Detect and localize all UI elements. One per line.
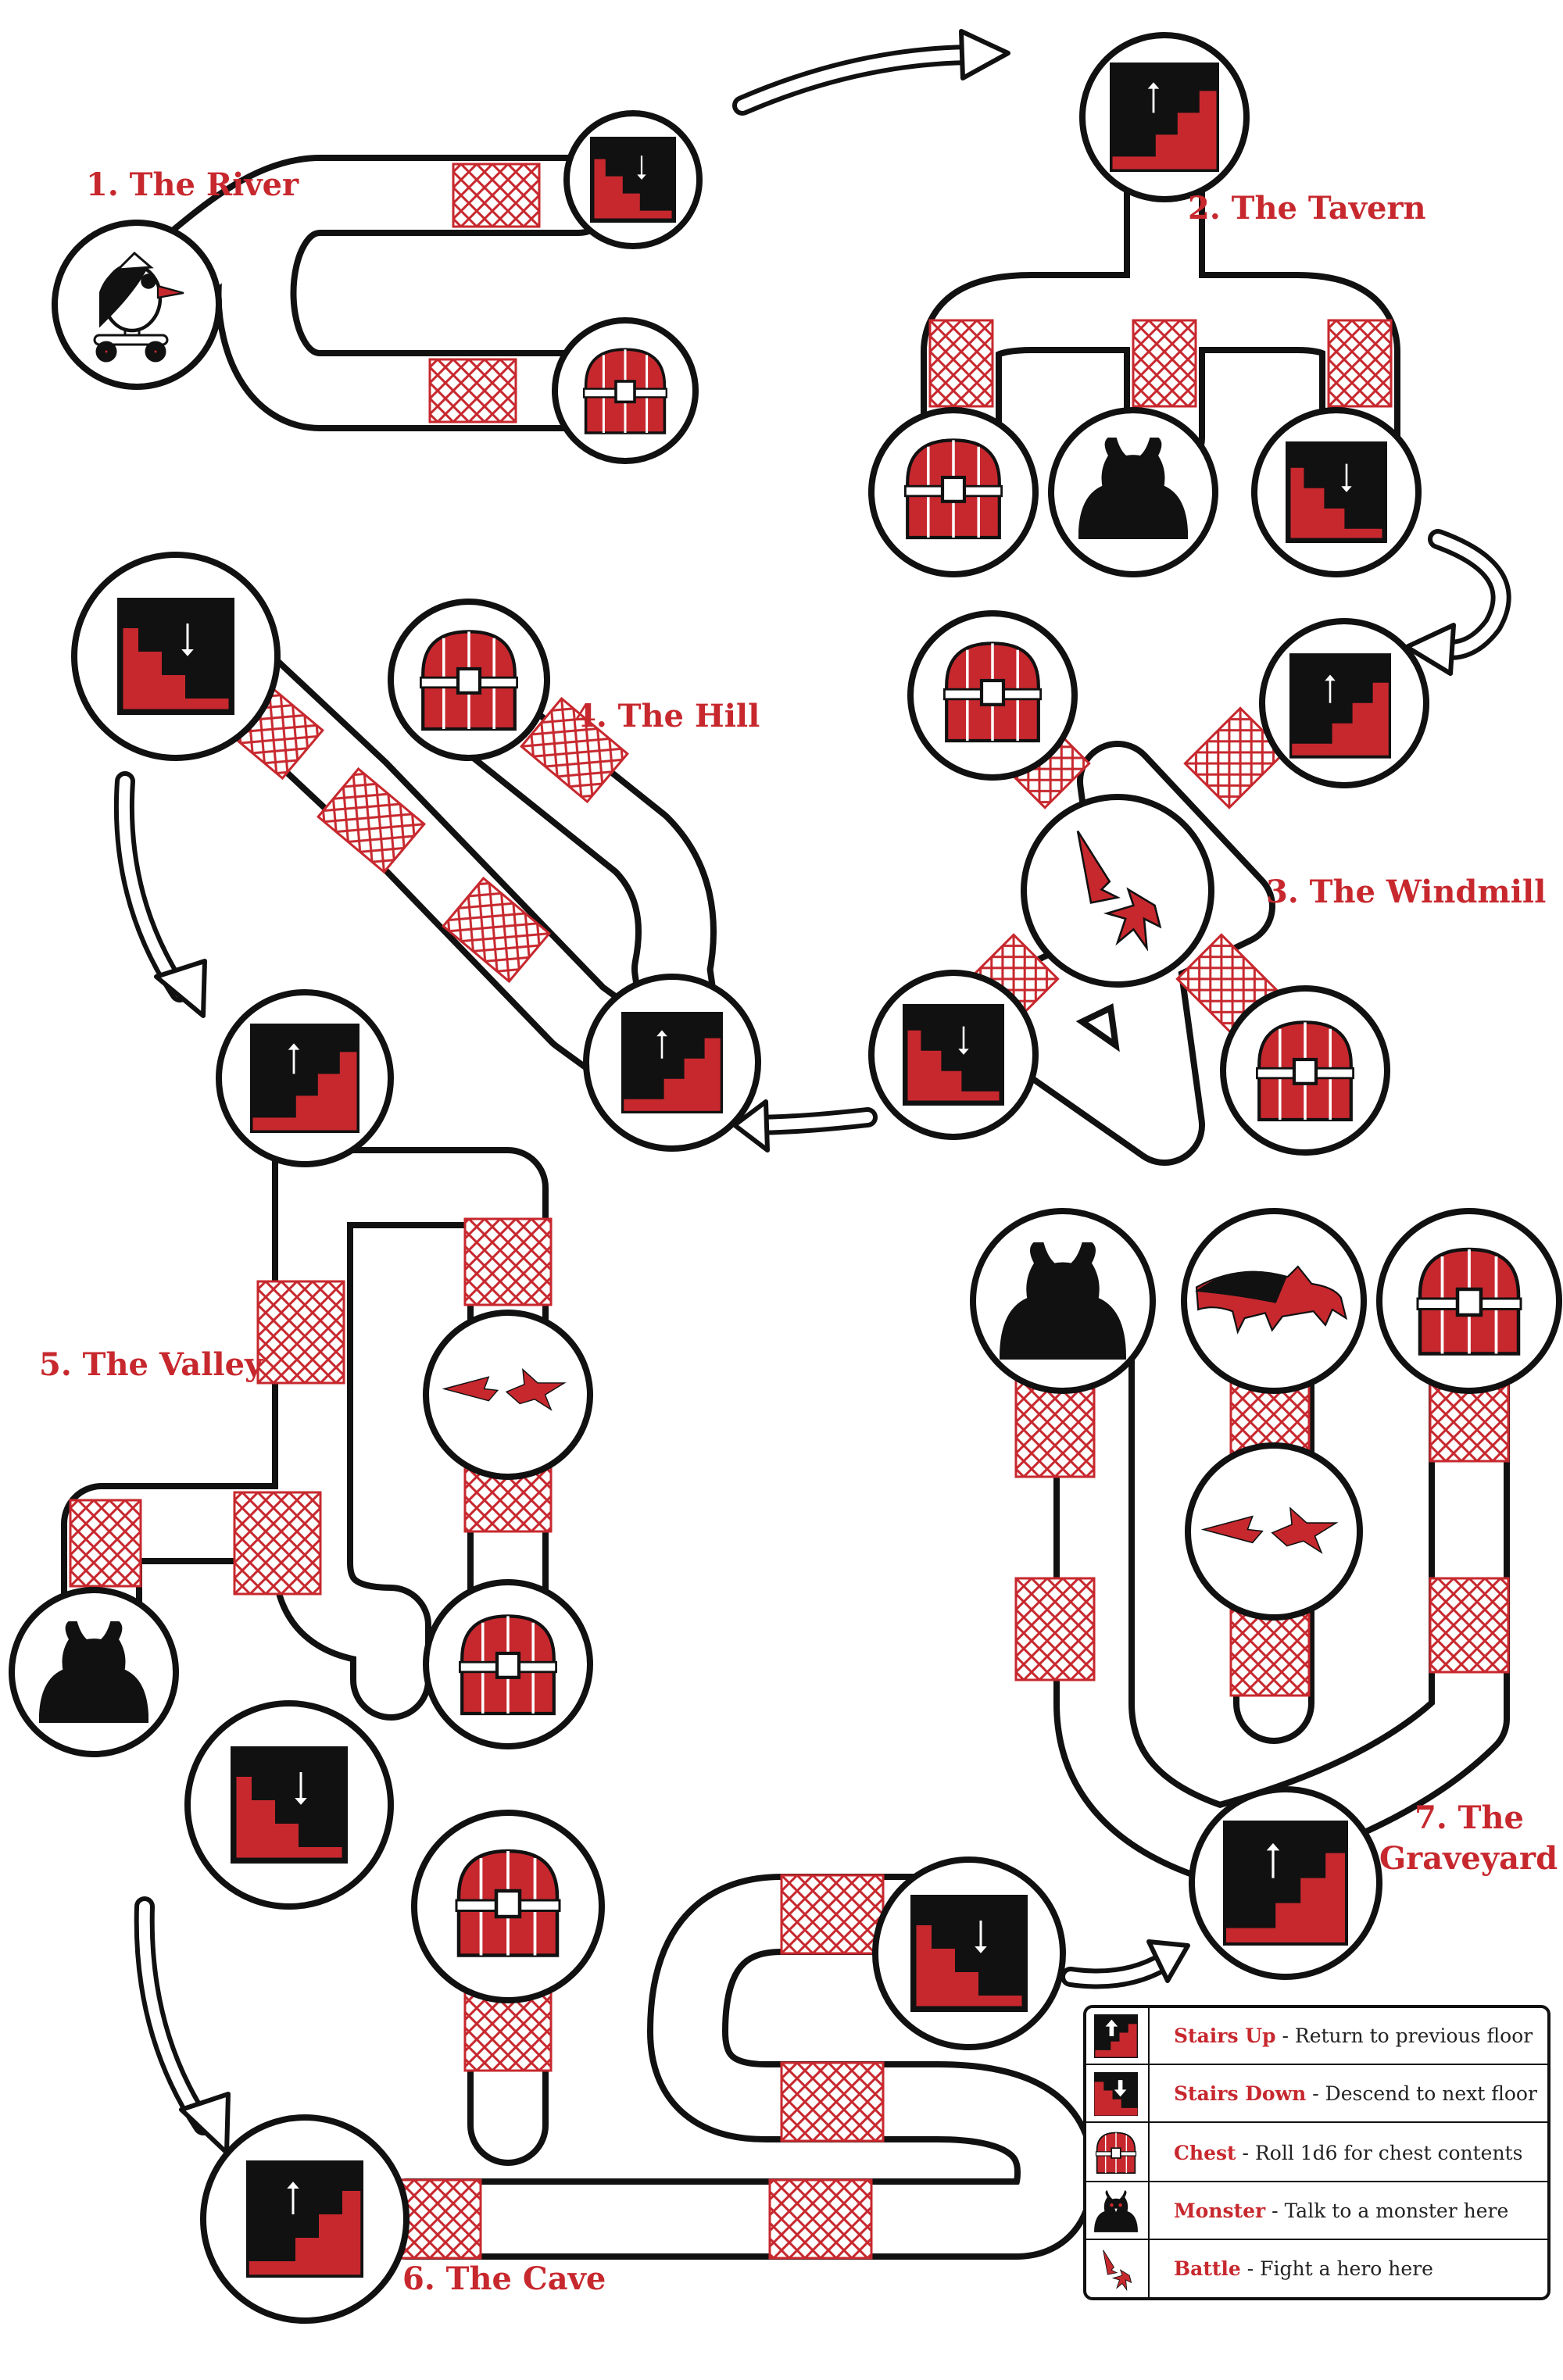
door — [442, 876, 551, 984]
cave-stairs-down-room[interactable] — [872, 1856, 1066, 2050]
valley-stairs-down-room[interactable] — [184, 1700, 394, 1910]
stairs-down-icon — [1094, 2072, 1138, 2116]
legend-row-battle: Battle - Fight a hero here — [1103, 2250, 1433, 2291]
svg-text:Stairs Up - Return to previous: Stairs Up - Return to previous floor — [1174, 2024, 1533, 2047]
river-stairs-down-room[interactable] — [563, 110, 703, 249]
tavern-stairs-down-room[interactable] — [1251, 407, 1422, 577]
door — [780, 1874, 885, 1955]
windmill-chest-room-2[interactable] — [1220, 985, 1390, 1156]
floor-title-cave: 6. The Cave — [402, 2260, 606, 2297]
svg-text:Stairs Down - Descend to next: Stairs Down - Descend to next floor — [1174, 2082, 1537, 2105]
cave-chest-room[interactable] — [411, 1810, 605, 2003]
arrow-head — [1404, 623, 1456, 676]
tavern-chest-room[interactable] — [868, 407, 1039, 577]
door — [520, 696, 629, 804]
svg-text:Battle - Fight a hero here: Battle - Fight a hero here — [1174, 2257, 1433, 2280]
legend-description: - Fight a hero here — [1241, 2257, 1433, 2280]
hill-chest-room[interactable] — [388, 599, 550, 761]
door — [780, 2061, 885, 2142]
door — [928, 319, 994, 408]
floor-title-hill: 4. The Hill — [574, 698, 760, 734]
legend-description: - Roll 1d6 for chest contents — [1236, 2142, 1523, 2164]
flow-arrows — [113, 29, 1511, 2155]
legend-description: - Return to previous floor — [1276, 2024, 1533, 2047]
door — [768, 2178, 873, 2260]
river-chest-room[interactable] — [552, 317, 699, 464]
legend: Stairs Up - Return to previous floor Sta… — [1083, 2005, 1550, 2300]
legend-description: - Talk to a monster here — [1265, 2200, 1508, 2222]
door — [463, 1217, 553, 1306]
floor-title-windmill: 3. The Windmill — [1266, 874, 1546, 910]
arrow-head — [959, 29, 1010, 80]
legend-term: Stairs Down — [1174, 2082, 1306, 2105]
valley-stairs-up-room[interactable] — [216, 989, 394, 1167]
legend-row-stairs-down: Stairs Down - Descend to next floor — [1094, 2072, 1537, 2116]
legend-row-chest: Chest - Roll 1d6 for chest contents — [1095, 2132, 1522, 2175]
door — [1132, 319, 1197, 408]
arrow-head — [179, 2092, 231, 2155]
windmill-stairs-up-room[interactable] — [1259, 618, 1429, 788]
door — [428, 358, 517, 423]
door — [69, 1499, 142, 1588]
graveyard-chest-room[interactable] — [1376, 1208, 1562, 1394]
legend-term: Battle — [1174, 2257, 1241, 2280]
graveyard-monster-room[interactable] — [970, 1208, 1156, 1394]
floor-title-valley: 5. The Valley — [39, 1346, 264, 1383]
legend-row-monster: Monster - Talk to a monster here — [1094, 2190, 1508, 2232]
stairs-up-icon — [1094, 2014, 1138, 2058]
windmill-stairs-down-room[interactable] — [868, 970, 1039, 1140]
legend-description: - Descend to next floor — [1306, 2082, 1537, 2105]
hill-stairs-down-room[interactable] — [71, 552, 281, 761]
floor-title-graveyard-line2: Graveyard — [1379, 1840, 1558, 1877]
tavern-stairs-up-room[interactable] — [1079, 32, 1250, 202]
windmill-battle-room[interactable] — [1021, 794, 1214, 988]
valley-chest-room[interactable] — [423, 1579, 593, 1749]
door — [256, 1280, 345, 1385]
door — [452, 163, 541, 228]
floor-title-tavern: 2. The Tavern — [1188, 190, 1426, 227]
river-start-room[interactable] — [52, 220, 222, 390]
door — [1429, 1577, 1510, 1674]
tavern-monster-room[interactable] — [1048, 407, 1218, 577]
valley-monster-room[interactable] — [9, 1587, 179, 1757]
arrow-head — [732, 1099, 770, 1152]
door — [233, 1491, 322, 1596]
svg-text:Monster - Talk to a monster he: Monster - Talk to a monster here — [1174, 2200, 1508, 2222]
legend-term: Stairs Up — [1174, 2024, 1276, 2047]
arrow-head — [154, 959, 207, 1018]
floor-labels: 1. The River 2. The Tavern 3. The Windmi… — [39, 166, 1558, 2297]
legend-row-stairs-up: Stairs Up - Return to previous floor — [1094, 2014, 1533, 2058]
chest-icon — [1095, 2132, 1137, 2175]
floor-title-river: 1. The River — [86, 166, 299, 203]
legend-term: Monster — [1174, 2200, 1266, 2222]
hill-stairs-up-room[interactable] — [583, 974, 761, 1152]
door — [1327, 319, 1393, 408]
svg-text:Chest - Roll 1d6 for chest con: Chest - Roll 1d6 for chest contents — [1174, 2142, 1522, 2164]
cave-stairs-up-room[interactable] — [200, 2114, 410, 2324]
graveyard-stairs-up-room[interactable] — [1189, 1786, 1382, 1980]
windmill-chest-room[interactable] — [907, 610, 1078, 781]
graveyard-griffin-room[interactable] — [1181, 1208, 1367, 1394]
door — [317, 767, 426, 874]
door — [1014, 1577, 1096, 1681]
door — [1183, 706, 1286, 809]
arrow-head — [1146, 1939, 1190, 1983]
valley-battle-room[interactable] — [423, 1310, 593, 1480]
rooms — [9, 32, 1562, 2324]
floor-title-graveyard-line1: 7. The — [1415, 1799, 1524, 1836]
legend-term: Chest — [1174, 2142, 1236, 2164]
graveyard-battle-room[interactable] — [1185, 1442, 1363, 1621]
